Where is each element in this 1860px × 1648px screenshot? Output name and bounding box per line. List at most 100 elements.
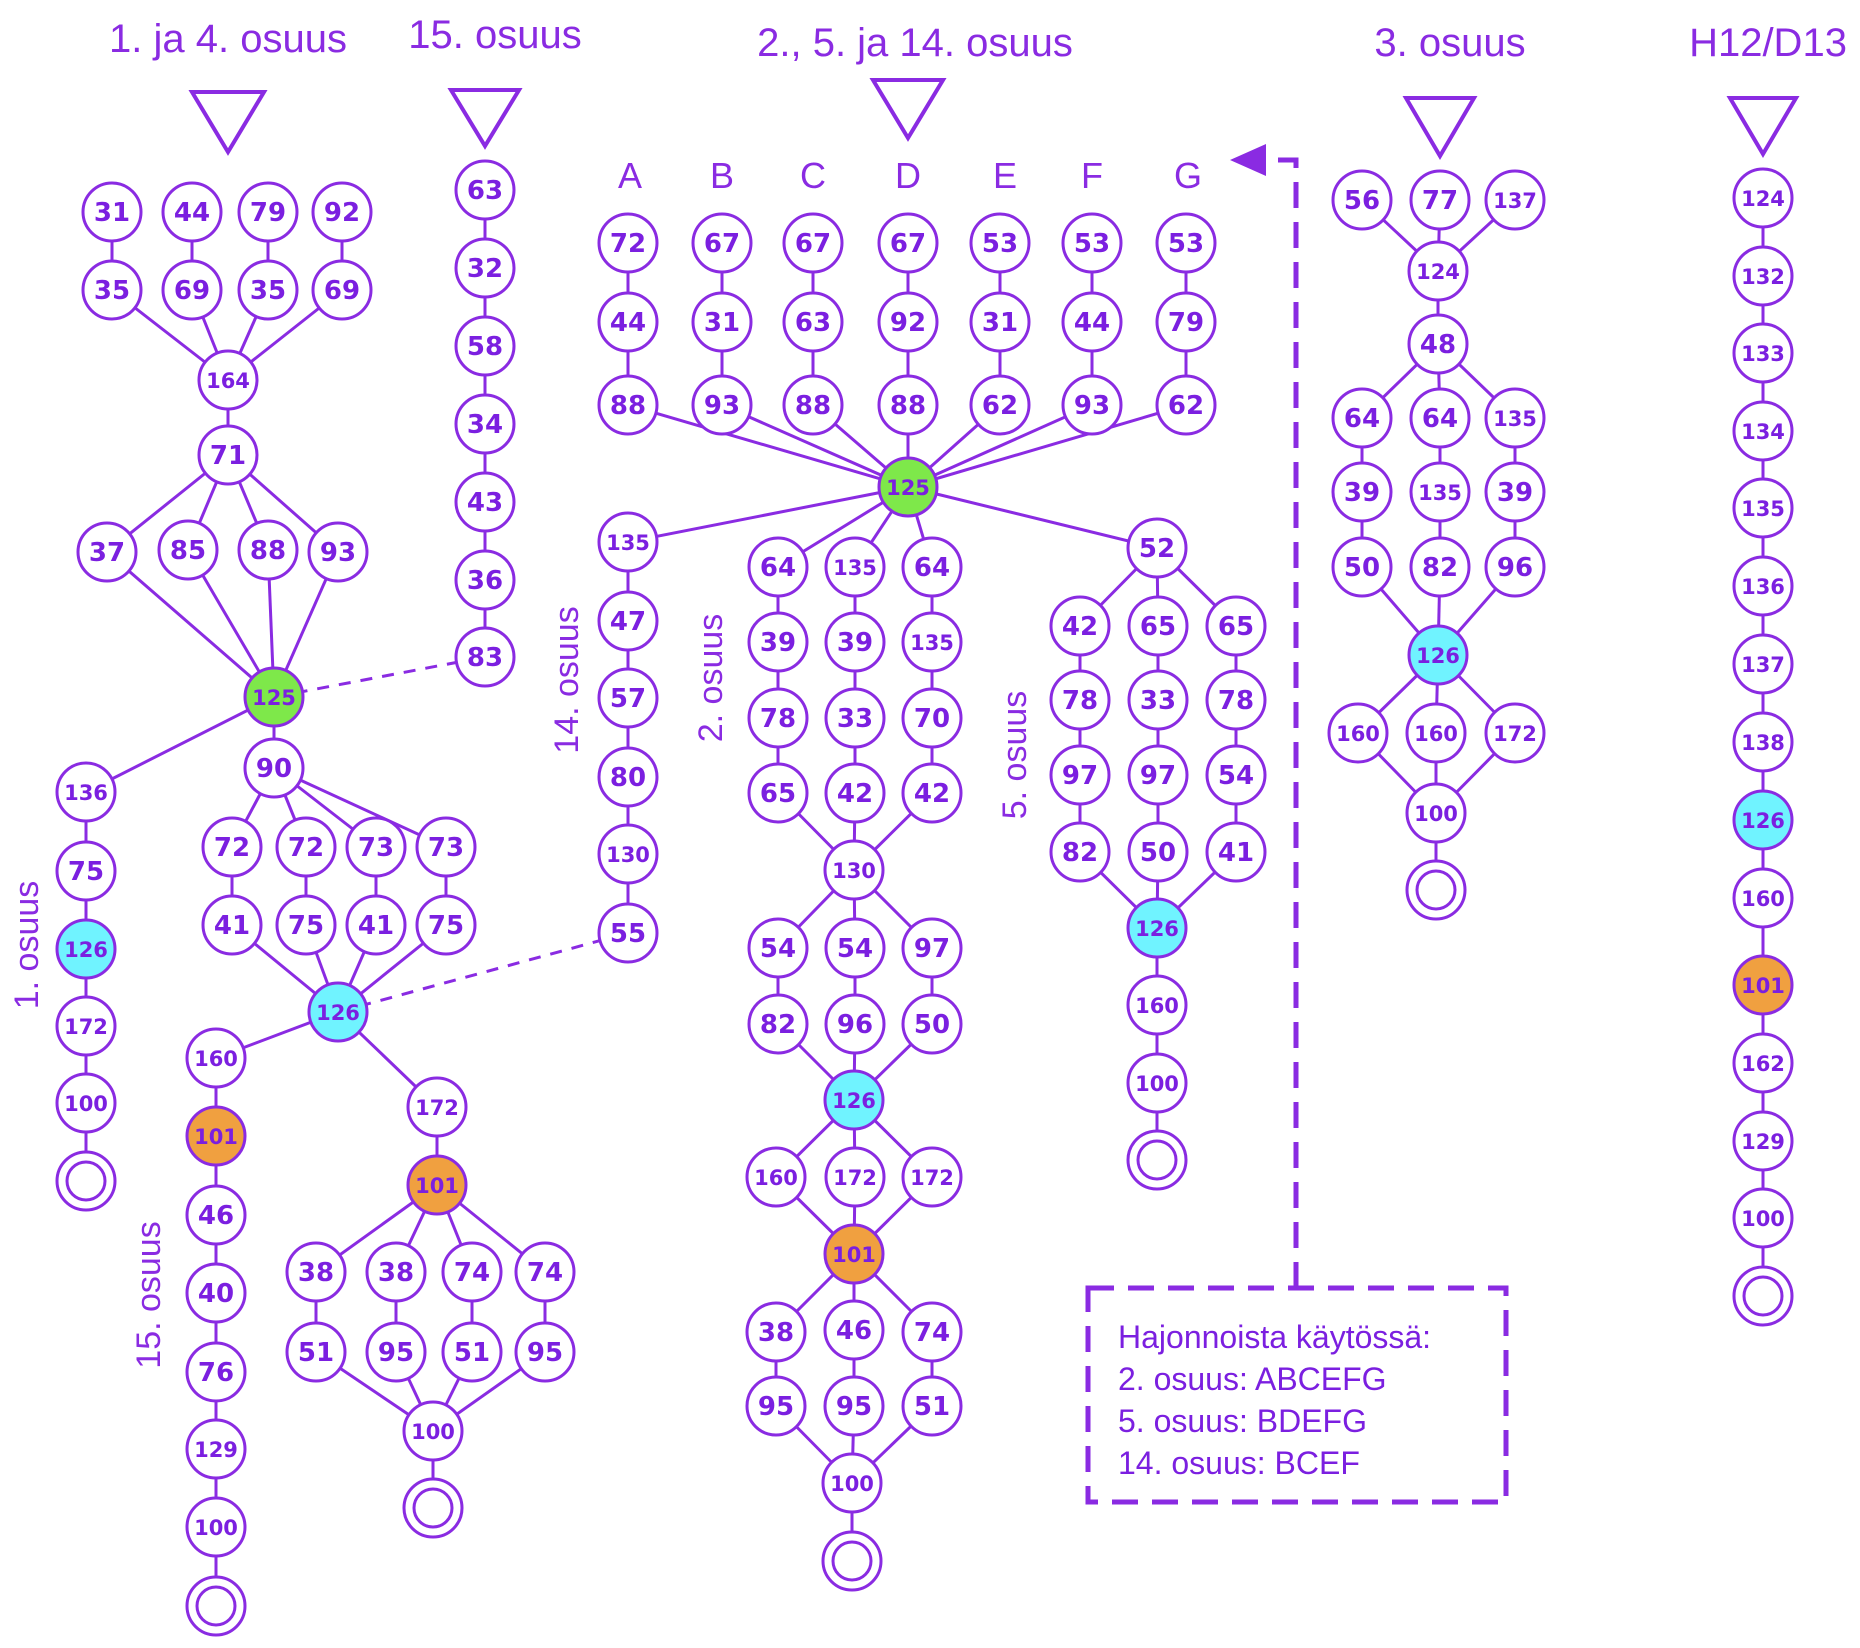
control-point: 88 [782, 374, 844, 436]
control-point: 137 [1732, 633, 1794, 695]
control-number: 72 [214, 833, 250, 863]
control-point: 130 [597, 823, 659, 885]
control-point: 79 [1155, 291, 1217, 353]
legend-line-3: 14. osuus: BCEF [1118, 1445, 1360, 1481]
control-number: 38 [298, 1258, 334, 1288]
header-h12-d13: H12/D13 [1689, 21, 1847, 65]
dashed-connector [273, 655, 486, 699]
finish-ring [195, 1585, 237, 1627]
control-number: 75 [288, 911, 324, 941]
control-circle [185, 1027, 247, 1089]
control-number: 43 [467, 488, 503, 518]
control-circle [901, 687, 963, 749]
control-number: 96 [1497, 553, 1533, 583]
control-number: 82 [760, 1010, 796, 1040]
side-label-leg-5: 5. osuus [996, 691, 1034, 820]
control-circle [275, 816, 337, 878]
control-number: 78 [760, 704, 796, 734]
control-number: 129 [1741, 1130, 1785, 1154]
control-circle [197, 349, 259, 411]
control-circle [185, 1496, 247, 1558]
control-point: 126 [55, 918, 117, 980]
control-point: 39 [824, 611, 886, 673]
control-circle [1127, 669, 1189, 731]
control-number: 135 [833, 556, 877, 580]
control-point: 73 [415, 816, 477, 878]
control-circle [441, 1241, 503, 1303]
control-number: 63 [795, 308, 831, 338]
control-circle [747, 687, 809, 749]
control-point: 100 [1126, 1052, 1188, 1114]
control-circle [901, 762, 963, 824]
finish-icon [402, 1477, 464, 1539]
control-point: 67 [691, 212, 753, 274]
column-label-b: B [710, 155, 734, 196]
control-point: 40 [185, 1262, 247, 1324]
control-point: 33 [1127, 669, 1189, 731]
control-circle [454, 471, 516, 533]
control-number: 51 [914, 1392, 950, 1422]
start-triangle-icon [1726, 96, 1800, 158]
control-point: 79 [237, 181, 299, 243]
control-point: 33 [824, 687, 886, 749]
control-number: 64 [1422, 404, 1458, 434]
control-circle [747, 993, 809, 1055]
start-triangle-icon [869, 78, 947, 142]
control-circle [877, 291, 939, 353]
course-edge [627, 485, 909, 544]
control-number: 44 [174, 198, 210, 228]
control-circle [311, 181, 373, 243]
control-number: 62 [1168, 391, 1204, 421]
control-number: 135 [1741, 497, 1785, 521]
control-circle [1732, 954, 1794, 1016]
control-circle [821, 1452, 883, 1514]
control-circle [824, 917, 886, 979]
control-point: 78 [747, 687, 809, 749]
control-point: 95 [823, 1375, 885, 1437]
control-circle [161, 259, 223, 321]
control-point: 42 [824, 762, 886, 824]
control-circle [285, 1241, 347, 1303]
control-number: 75 [428, 911, 464, 941]
legend-line-2: 5. osuus: BDEFG [1118, 1403, 1367, 1439]
control-point: 39 [747, 611, 809, 673]
control-circle [454, 626, 516, 688]
control-circle [1155, 212, 1217, 274]
control-point: 135 [1484, 387, 1546, 449]
control-point: 101 [185, 1105, 247, 1167]
control-point: 32 [454, 237, 516, 299]
control-point: 38 [285, 1241, 347, 1303]
control-number: 78 [1218, 686, 1254, 716]
control-point: 160 [185, 1027, 247, 1089]
control-circle [901, 1375, 963, 1437]
control-number: 50 [1344, 553, 1380, 583]
control-circle [1049, 595, 1111, 657]
control-point: 160 [1126, 974, 1188, 1036]
control-circle [597, 291, 659, 353]
control-point: 31 [691, 291, 753, 353]
control-number: 93 [320, 538, 356, 568]
control-number: 53 [1168, 229, 1204, 259]
control-point: 96 [824, 993, 886, 1055]
control-number: 38 [378, 1258, 414, 1288]
finish-icon [185, 1575, 247, 1637]
start-triangle-icon [1402, 96, 1478, 160]
control-circle [406, 1154, 468, 1216]
control-circle [1127, 821, 1189, 883]
control-number: 52 [1139, 534, 1175, 564]
control-circle [1732, 1032, 1794, 1094]
control-circle [454, 237, 516, 299]
control-point: 93 [691, 374, 753, 436]
control-point: 42 [1049, 595, 1111, 657]
finish-ring [1415, 869, 1457, 911]
control-circle [1126, 1052, 1188, 1114]
control-number: 172 [910, 1166, 954, 1190]
control-number: 124 [1741, 187, 1785, 211]
control-number: 38 [758, 1318, 794, 1348]
control-point: 53 [1061, 212, 1123, 274]
control-point: 172 [55, 995, 117, 1057]
control-number: 126 [1416, 644, 1460, 668]
control-point: 124 [1407, 240, 1469, 302]
control-number: 33 [837, 704, 873, 734]
control-point: 93 [307, 521, 369, 583]
